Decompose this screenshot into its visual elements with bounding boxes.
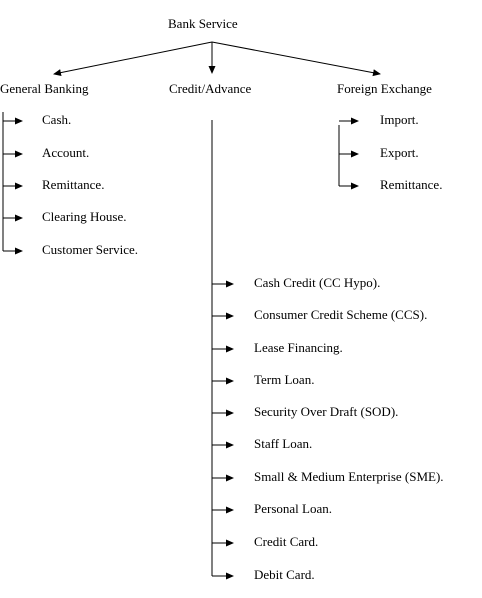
branch-general-banking-item: Customer Service. [42, 242, 139, 257]
branch-foreign-exchange-item: Export. [380, 145, 419, 160]
branch-general-banking-item: Remittance. [42, 177, 105, 192]
branch-foreign-exchange-label: Foreign Exchange [337, 81, 432, 96]
branch-credit-advance-item: Debit Card. [254, 567, 315, 582]
branch-general-banking-item: Account. [42, 145, 90, 160]
branch-credit-advance-item: Staff Loan. [254, 436, 313, 451]
branch-credit-advance-item: Consumer Credit Scheme (CCS). [254, 307, 428, 322]
root-to-foreign-exchange-arrow [211, 41, 381, 77]
branch-credit-advance-item: Small & Medium Enterprise (SME). [254, 469, 444, 484]
branch-credit-advance-item: Personal Loan. [254, 501, 332, 516]
branch-credit-advance-item: Cash Credit (CC Hypo). [254, 275, 381, 290]
branch-general-banking-item: Clearing House. [42, 209, 127, 224]
branch-credit-advance-label: Credit/Advance [169, 81, 252, 96]
branch-credit-advance-item: Lease Financing. [254, 340, 343, 355]
root-to-general-banking-arrow [53, 41, 213, 77]
branch-credit-advance-item: Term Loan. [254, 372, 315, 387]
branch-general-banking-label: General Banking [0, 81, 89, 96]
branch-foreign-exchange-item: Remittance. [380, 177, 443, 192]
branch-credit-advance-item: Security Over Draft (SOD). [254, 404, 399, 419]
branch-general-banking-item: Cash. [42, 112, 72, 127]
root-node-label: Bank Service [168, 16, 238, 31]
branch-foreign-exchange-item: Import. [380, 112, 419, 127]
branch-credit-advance-item: Credit Card. [254, 534, 319, 549]
